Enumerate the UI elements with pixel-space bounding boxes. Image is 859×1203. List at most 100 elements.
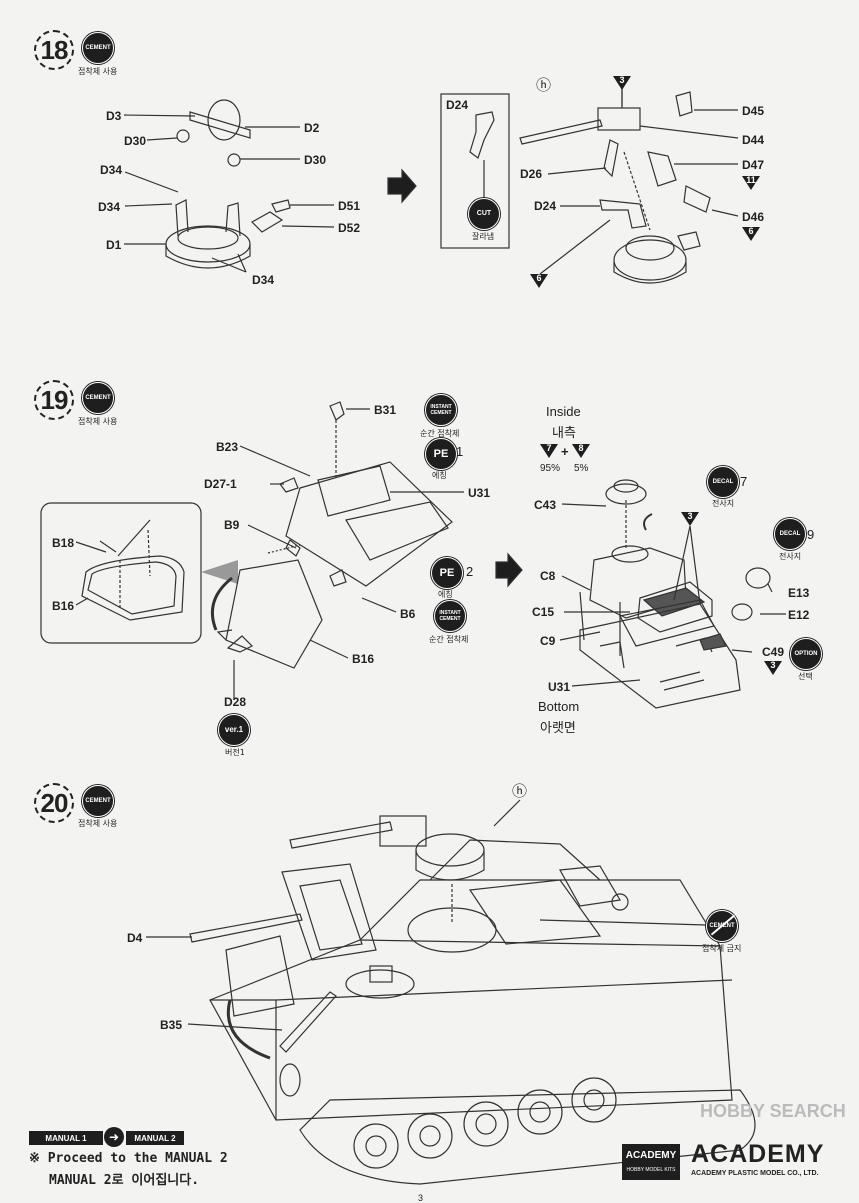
proceed-note-ko: MANUAL 2로 이어집니다. — [49, 1173, 200, 1188]
pe-badge: PE — [425, 438, 457, 470]
instant-cement-caption: 순간 접착제 — [420, 429, 460, 438]
part-label-d2: D2 — [304, 121, 320, 135]
pe-count: 1 — [456, 444, 464, 459]
part-label-u31: U31 — [468, 486, 491, 500]
paint-number: 3 — [770, 660, 776, 670]
paint-triangle-3 — [764, 661, 782, 675]
paint-triangle-3 — [681, 512, 699, 526]
pe-count: 2 — [466, 564, 474, 579]
paint-triangle-6 — [742, 227, 760, 241]
part-label-b16: B16 — [352, 652, 375, 666]
part-label-c15: C15 — [532, 605, 555, 619]
paint-triangle-8 — [572, 444, 590, 458]
page-number: 3 — [418, 1193, 424, 1203]
paint-number: 6 — [748, 226, 754, 236]
part-label-d34: D34 — [252, 273, 275, 287]
part-label-c43: C43 — [534, 498, 557, 512]
inside-label-ko: 내측 — [552, 425, 576, 440]
part-label-d26: D26 — [520, 167, 543, 181]
part-label-b18: B18 — [52, 536, 75, 550]
part-label-d3: D3 — [106, 109, 122, 123]
paint-number: 11 — [746, 175, 756, 185]
decal-caption: 전사지 — [712, 499, 735, 508]
part-label-d51: D51 — [338, 199, 361, 213]
part-label-d52: D52 — [338, 221, 361, 235]
cut-caption: 잘라냄 — [472, 232, 495, 241]
version-badge: ver.1 — [218, 714, 250, 746]
manual-2-tag: MANUAL 2 — [126, 1131, 184, 1145]
pe-caption: 에칭 — [438, 590, 453, 599]
paint-number: 6 — [536, 273, 542, 283]
academy-logo-box: ACADEMY HOBBY MODEL KITS — [622, 1144, 680, 1180]
instant-cement-badge: INSTANT CEMENT — [434, 600, 466, 632]
watermark: HOBBY SEARCH — [700, 1101, 846, 1121]
paint-triangle-6 — [530, 274, 548, 288]
part-label-d28: D28 — [224, 695, 247, 709]
paint-number: 3 — [619, 75, 625, 85]
part-label-d4: D4 — [127, 931, 143, 945]
part-label-u31: U31 — [548, 680, 571, 694]
bottom-label: Bottom — [538, 699, 580, 714]
pe-caption: 에칭 — [432, 471, 447, 480]
mix-percent-b: 5% — [574, 463, 589, 474]
part-label-b23: B23 — [216, 440, 239, 454]
part-label-b35: B35 — [160, 1018, 183, 1032]
cement-caption: 접착제 사용 — [78, 417, 118, 426]
part-label-c8: C8 — [540, 569, 556, 583]
paint-triangle-3 — [613, 76, 631, 90]
academy-logo: ACADEMY — [691, 1140, 825, 1168]
option-caption: 선택 — [798, 672, 813, 681]
arrow-right-icon: ➜ — [104, 1127, 124, 1147]
mix-plus: + — [561, 444, 569, 459]
part-label-e12: E12 — [788, 608, 810, 622]
option-badge: OPTION — [790, 638, 822, 670]
no-cement-caption: 접착제 금지 — [702, 944, 742, 953]
part-label-d47: D47 — [742, 158, 765, 172]
cement-badge: CEMENT — [82, 32, 114, 64]
part-label-d24: D24 — [534, 199, 557, 213]
inside-label: Inside — [546, 404, 581, 419]
decal-caption: 전사지 — [779, 552, 802, 561]
cement-caption: 접착제 사용 — [78, 819, 118, 828]
instant-cement-caption: 순간 접착제 — [429, 635, 469, 644]
paint-number: 3 — [687, 511, 693, 521]
pe-badge: PE — [431, 557, 463, 589]
paint-triangle-11 — [742, 176, 760, 190]
part-label-b6: B6 — [400, 607, 416, 621]
part-label-b16: B16 — [52, 599, 75, 613]
cut-badge: CUT — [468, 198, 500, 230]
part-label-d34: D34 — [98, 200, 121, 214]
cement-badge: CEMENT — [82, 785, 114, 817]
part-label-d30: D30 — [304, 153, 327, 167]
marker-h: ⓗ — [536, 77, 552, 94]
academy-logo-small: ACADEMY — [625, 1150, 677, 1161]
step-number-20: 20 — [34, 783, 74, 823]
part-label-d34: D34 — [100, 163, 123, 177]
part-label-e13: E13 — [788, 586, 810, 600]
step-number-18: 18 — [34, 30, 74, 70]
academy-logo-sub: HOBBY MODEL KITS — [626, 1167, 676, 1173]
part-label-d46: D46 — [742, 210, 765, 224]
part-label-d45: D45 — [742, 104, 765, 118]
decal-number: 9 — [807, 527, 815, 542]
cement-badge: CEMENT — [82, 382, 114, 414]
mix-percent-a: 95% — [540, 463, 561, 474]
part-label-d27-1: D27-1 — [204, 477, 237, 491]
paint-triangle-7 — [540, 444, 558, 458]
part-label-d30: D30 — [124, 134, 147, 148]
proceed-note: ※ Proceed to the MANUAL 2 — [29, 1151, 228, 1166]
academy-company: ACADEMY PLASTIC MODEL CO., LTD. — [691, 1170, 819, 1177]
instant-cement-badge: INSTANT CEMENT — [425, 394, 457, 426]
marker-h: ⓗ — [512, 783, 528, 800]
paint-number: 7 — [546, 443, 552, 453]
cement-caption: 접착제 사용 — [78, 67, 118, 76]
inset-title-d24: D24 — [446, 98, 469, 112]
decal-number: 7 — [740, 474, 748, 489]
part-label-d1: D1 — [106, 238, 122, 252]
decal-badge: DECAL — [774, 518, 806, 550]
part-label-b31: B31 — [374, 403, 397, 417]
step-number-19: 19 — [34, 380, 74, 420]
version-caption: 버전1 — [225, 748, 245, 757]
bottom-label-ko: 아랫면 — [540, 720, 576, 735]
